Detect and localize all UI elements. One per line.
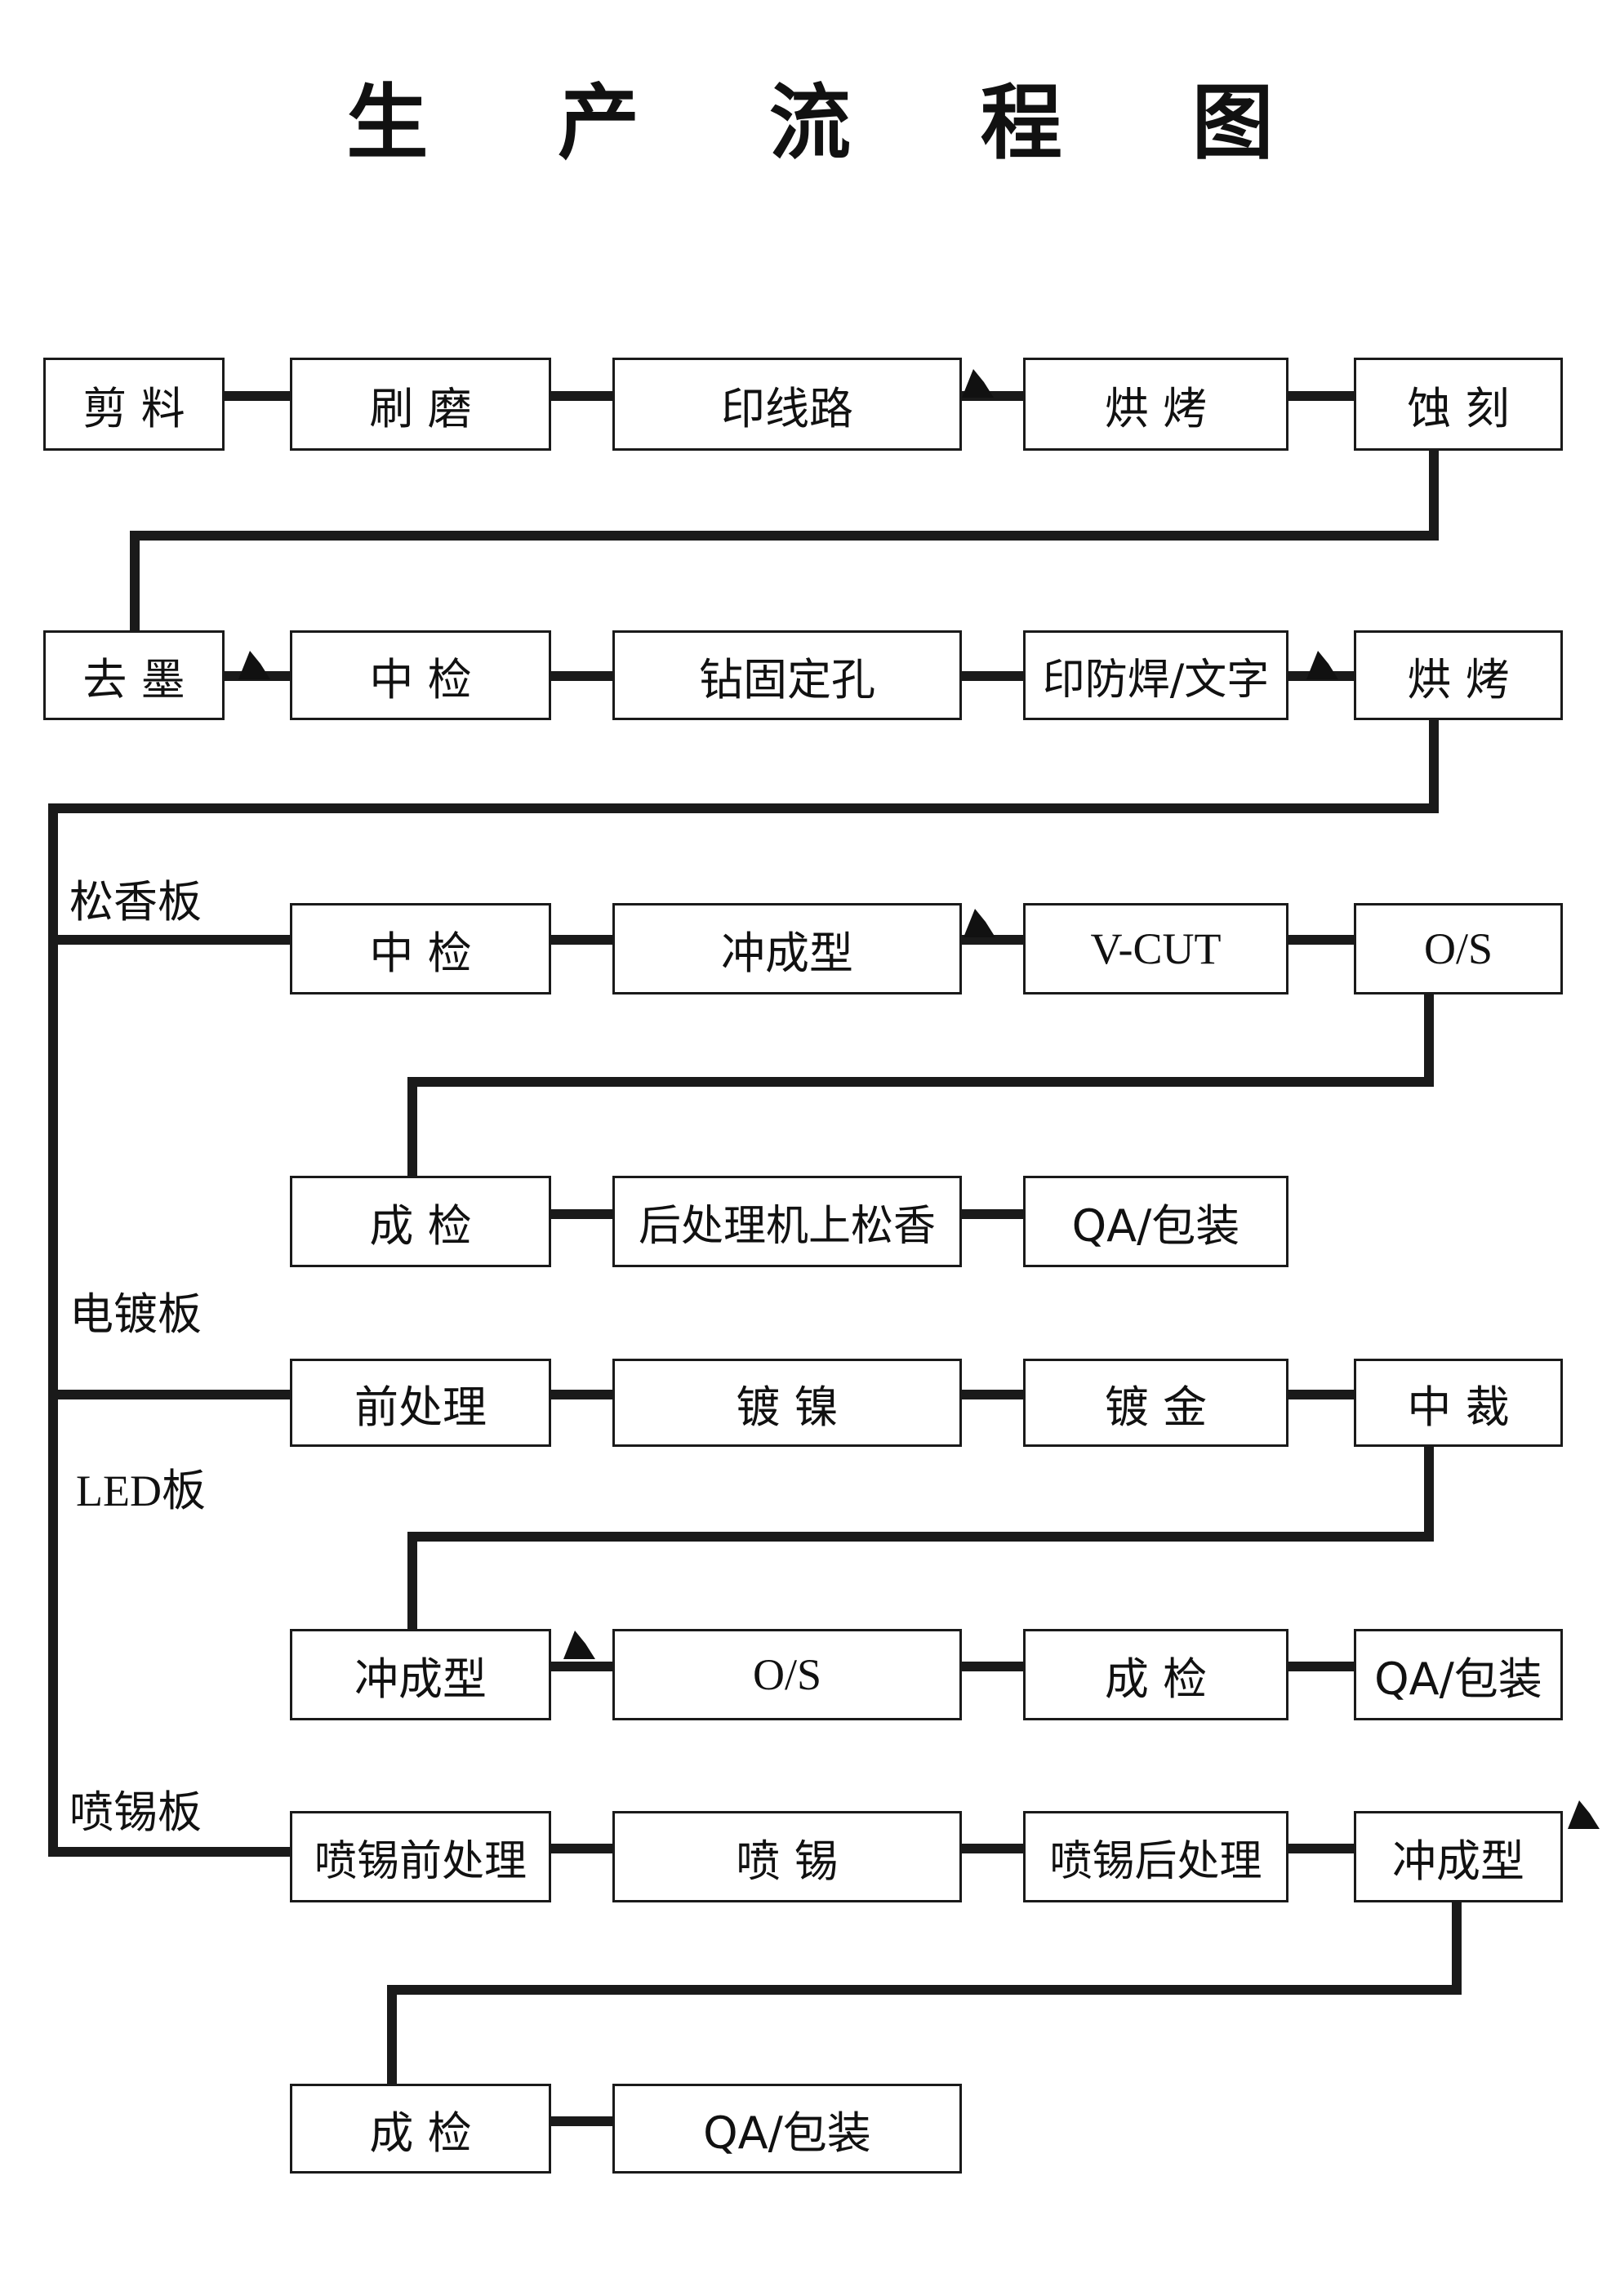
step-box: 成 检 — [1023, 1629, 1288, 1720]
step-box: 剪 料 — [43, 358, 225, 451]
triangle-marker — [964, 909, 995, 937]
step-box: 冲成型 — [290, 1629, 551, 1720]
step-box: 成 检 — [290, 1176, 551, 1267]
step-box: 刷 磨 — [290, 358, 551, 451]
main-trunk — [48, 720, 1439, 1857]
step-box: 镀 镍 — [612, 1359, 962, 1447]
step-box: 蚀 刻 — [1354, 358, 1563, 451]
step-box: 成 检 — [290, 2084, 551, 2174]
step-box: 镀 金 — [1023, 1359, 1288, 1447]
step-box: 印线路 — [612, 358, 962, 451]
step-box: 喷 锡 — [612, 1811, 962, 1902]
step-box: 去 墨 — [43, 630, 225, 720]
connector-r1-to-r2 — [130, 451, 1439, 630]
step-box: 烘 烤 — [1023, 358, 1288, 451]
step-box: 中 检 — [290, 630, 551, 720]
branch-label-rosin: 松香板 — [69, 876, 202, 928]
page-title: 生 产 流 程 图 — [346, 74, 1324, 171]
triangle-marker — [1568, 1800, 1600, 1829]
step-box: 冲成型 — [1354, 1811, 1563, 1902]
branch-label-electroplate: 电镀板 — [69, 1288, 202, 1340]
step-box: QA/包装 — [1023, 1176, 1288, 1267]
step-box: 中 检 — [290, 903, 551, 994]
step-box: QA/包装 — [612, 2084, 962, 2174]
step-box: V-CUT — [1023, 903, 1288, 994]
triangle-marker — [1306, 651, 1338, 679]
connector-r3-to-r4 — [407, 994, 1434, 1176]
branch-label-hasl: 喷锡板 — [69, 1787, 202, 1838]
step-box: 喷锡前处理 — [290, 1811, 551, 1902]
step-box: QA/包装 — [1354, 1629, 1563, 1720]
step-box: 冲成型 — [612, 903, 962, 994]
step-box: 中 裁 — [1354, 1359, 1563, 1447]
step-box: 前处理 — [290, 1359, 551, 1447]
triangle-marker — [238, 651, 270, 679]
connector-r7-to-r8 — [387, 1902, 1462, 2084]
step-box: 烘 烤 — [1354, 630, 1563, 720]
step-box: O/S — [1354, 903, 1563, 994]
branch-label-led: LED板 — [76, 1466, 206, 1515]
connector-r5-to-r6 — [407, 1447, 1434, 1629]
step-box: 钻固定孔 — [612, 630, 962, 720]
step-box: 喷锡后处理 — [1023, 1811, 1288, 1902]
triangle-marker — [962, 369, 994, 398]
step-box: 后处理机上松香 — [612, 1176, 962, 1267]
step-box: 印防焊/文字 — [1023, 630, 1288, 720]
step-box: O/S — [612, 1629, 962, 1720]
triangle-marker — [563, 1631, 595, 1659]
